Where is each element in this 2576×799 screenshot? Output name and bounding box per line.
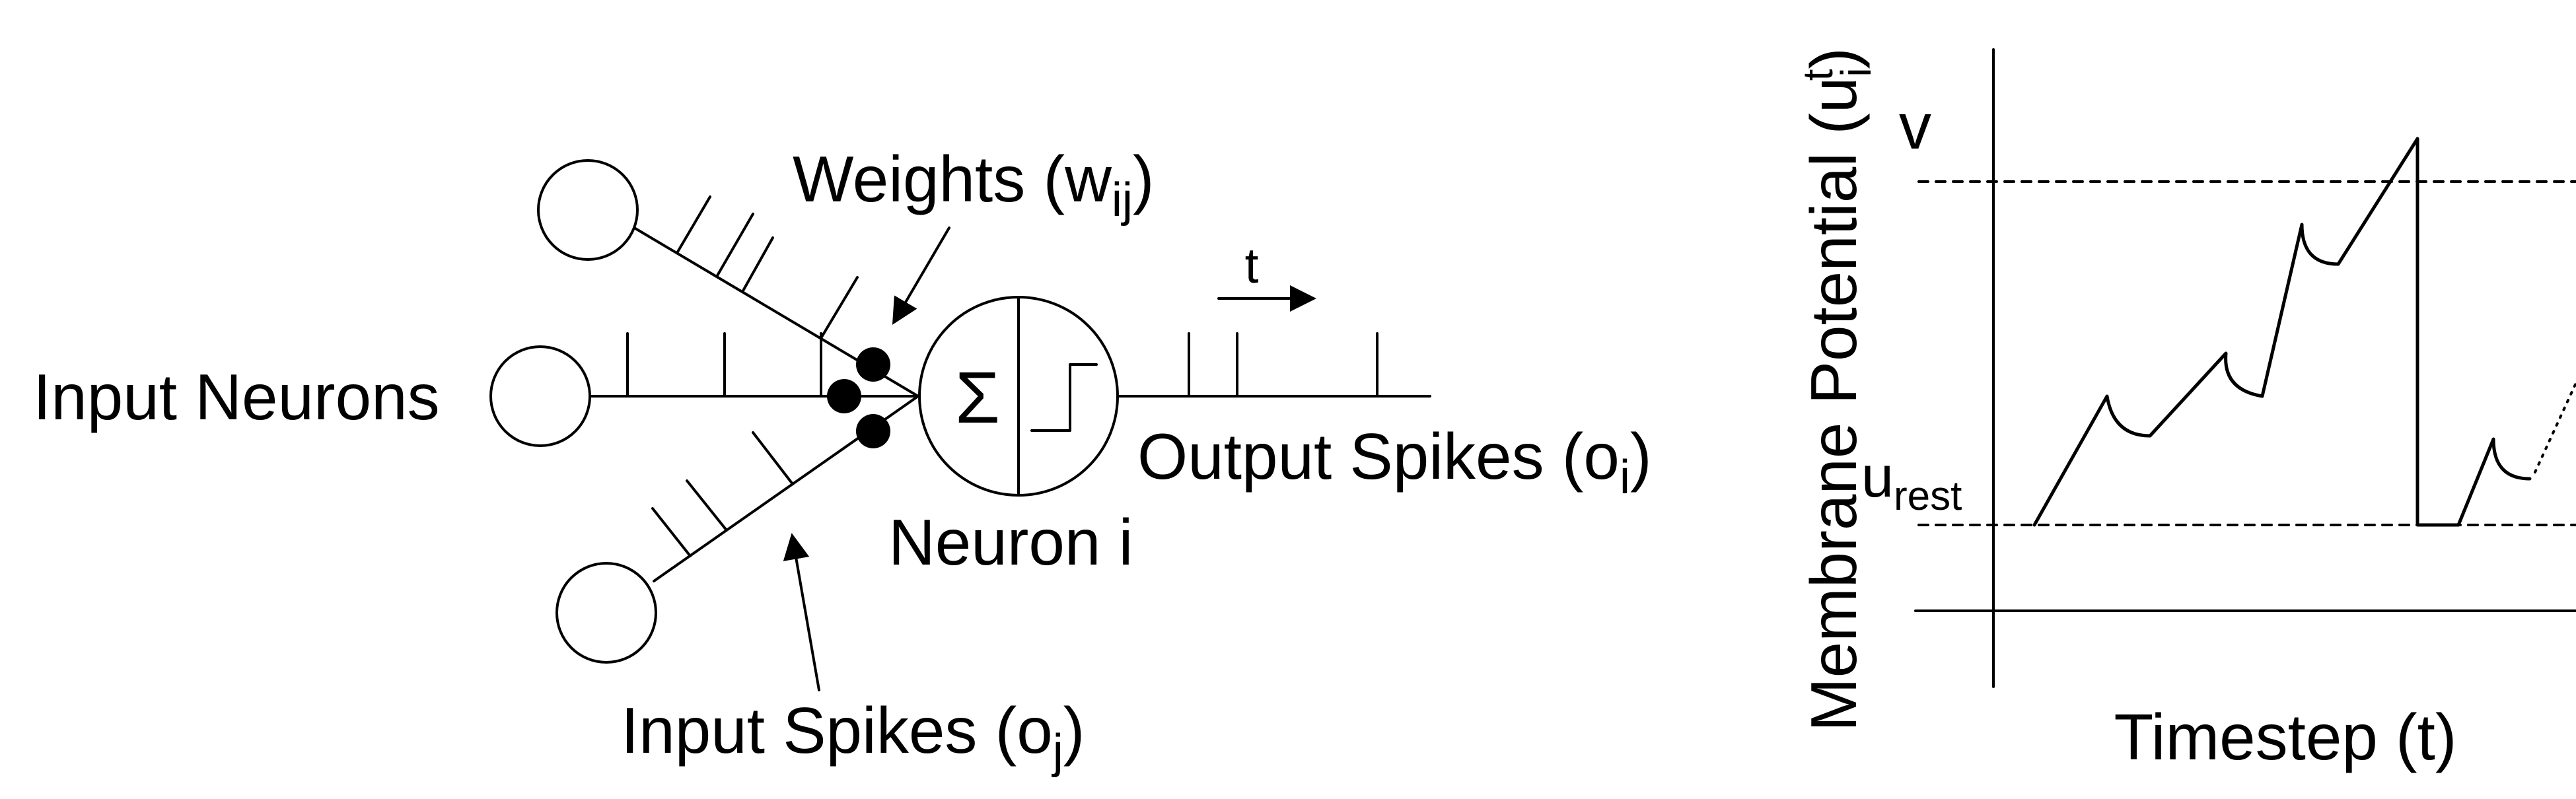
- sigma-symbol: Σ: [955, 357, 1000, 438]
- membrane-trace: [2032, 137, 2532, 527]
- input-neuron-top: [537, 159, 639, 261]
- time-label: t: [1245, 238, 1259, 293]
- output-spikes-label: Output Spikes (oi): [1137, 420, 1652, 504]
- neuron-label: Neuron i: [888, 506, 1133, 578]
- membrane-potential-plot: v urest Timestep (t) Membrane Potential …: [1794, 48, 2576, 773]
- rest-label: urest: [1861, 444, 1962, 519]
- output-spikes: [1188, 332, 1378, 398]
- input-spikes-middle: [626, 332, 822, 398]
- input-spikes-label: Input Spikes (oj): [621, 694, 1085, 778]
- input-spikes-top: [676, 195, 859, 339]
- input-neuron-bottom: [555, 562, 657, 664]
- input-spikes-bottom: [651, 431, 794, 557]
- input-spikes-arrow: [783, 533, 820, 691]
- input-neuron-middle: [489, 345, 591, 447]
- weight-dot-top: [856, 347, 890, 382]
- weights-label: Weights (wij): [793, 143, 1155, 226]
- x-axis-label: Timestep (t): [2114, 701, 2456, 773]
- weight-dot-middle: [827, 379, 861, 413]
- y-axis-label: Membrane Potential (uit): [1794, 48, 1880, 732]
- input-neurons-label: Input Neurons: [33, 361, 440, 433]
- membrane-trace-continuation: [2534, 382, 2576, 473]
- weight-dot-bottom: [856, 414, 890, 448]
- neuron-diagram: Σ t Weights (wij) Input Spikes (oj) Inpu…: [33, 143, 1652, 778]
- step-function-icon: [1030, 363, 1098, 432]
- weights-arrow: [892, 226, 950, 325]
- threshold-label: v: [1899, 90, 1931, 162]
